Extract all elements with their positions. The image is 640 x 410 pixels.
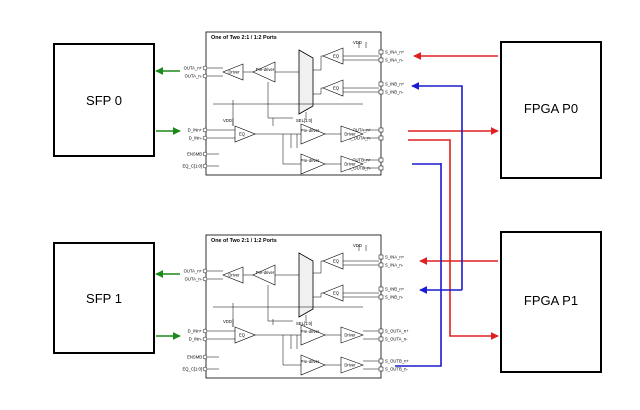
fpga0-label: FPGA P0 [524, 101, 578, 116]
svg-text:Driver: Driver [344, 333, 356, 338]
chip-top-mux [298, 49, 314, 115]
svg-text:EQ: EQ [333, 54, 340, 59]
chip-bottom-vdd-1: VDD [223, 319, 232, 324]
svg-text:Pre-driver: Pre-driver [301, 128, 320, 133]
chip-top-wiring [207, 42, 379, 169]
pin-souta-p: S_OUTA_n+ [347, 128, 371, 133]
fpga0-block: FPGA P0 [500, 41, 602, 179]
pin-outa-p: OUTA_n+ [184, 66, 203, 71]
pin-sinb-p: S_INB_n+ [385, 287, 405, 292]
chip-bottom: One of Two 2:1 / 1:2 Ports OUTA_n+ OUTA_… [182, 233, 409, 381]
chip-top-vdd-1: VDD [223, 118, 232, 123]
sfp0-label: SFP 0 [86, 93, 122, 108]
chip-top-vdd-2: VDD [353, 40, 362, 45]
chip-bottom-eq-in: EQ [234, 326, 256, 344]
pin-ensmb: ENSMB [187, 152, 202, 157]
chip-bottom-title: One of Two 2:1 / 1:2 Ports [211, 238, 277, 244]
chip-top-right-pins: S_INA_n+ S_INA_n- S_INB_n+ S_INB_n- S_OU… [347, 50, 405, 171]
sfp1-label: SFP 1 [86, 291, 122, 306]
pin-souta-p: S_OUTA_n+ [385, 329, 409, 334]
pin-sinb-p: S_INB_n+ [385, 82, 405, 87]
chip-bottom-wiring [207, 245, 379, 370]
pin-soutb-p: S_OUTB_n+ [347, 158, 371, 163]
pin-souta-n: S_OUTA_n- [349, 136, 372, 141]
pin-sina-p: S_INA_n+ [385, 255, 405, 260]
arrow-fpga-to-chip-top-inb [411, 82, 463, 290]
pin-outa-n: OUTA_n- [185, 74, 203, 79]
chip-bottom-mux [298, 252, 314, 318]
svg-text:EQ: EQ [239, 333, 246, 338]
pin-souta-n: S_OUTA_n- [385, 337, 408, 342]
svg-text:Driver: Driver [344, 162, 356, 167]
chip-top: One of Two 2:1 / 1:2 Ports OUTA_n+ OUTA_… [182, 30, 405, 178]
pin-din-n: D_INn- [189, 337, 203, 342]
pin-ensmb: ENSMB [187, 355, 202, 360]
svg-text:Pre-driver: Pre-driver [301, 359, 320, 364]
chip-top-title: One of Two 2:1 / 1:2 Ports [211, 35, 277, 41]
svg-text:Pre-driver: Pre-driver [256, 270, 275, 275]
pin-sina-n: S_INA_n- [385, 263, 404, 268]
pin-soutb-n: S_OUTB_n- [348, 166, 371, 171]
arrow-fpga0-to-chip-bottom [395, 163, 442, 367]
svg-text:Pre-driver: Pre-driver [301, 158, 320, 163]
arrow-chip-top-to-fpga1 [408, 139, 499, 340]
svg-text:Driver: Driver [228, 70, 240, 75]
pin-sina-p: S_INA_n+ [385, 50, 405, 55]
sfp0-block: SFP 0 [53, 43, 155, 157]
svg-text:Driver: Driver [228, 273, 240, 278]
chip-top-left-pins: OUTA_n+ OUTA_n- D_INn+ D_INn- ENSMB EQ_C… [182, 66, 208, 169]
svg-text:Driver: Driver [344, 363, 356, 368]
pin-soutb-p: S_OUTB_n+ [385, 359, 409, 364]
pin-sinb-n: S_INB_n- [385, 90, 404, 95]
svg-text:Pre-driver: Pre-driver [256, 67, 275, 72]
pin-din-n: D_INn- [189, 136, 203, 141]
pin-eqc: EQ_C[1:0] [182, 367, 202, 372]
chip-top-eq-in: EQ [234, 125, 256, 143]
chip-bottom-left-pins: OUTA_n+ OUTA_n- D_INn+ D_INn- ENSMB EQ_C… [182, 269, 208, 372]
pin-sina-n: S_INA_n- [385, 58, 404, 63]
chip-bottom-sel: SEL[1:0] [296, 321, 312, 326]
fpga1-label: FPGA P1 [524, 293, 578, 308]
pin-soutb-n: S_OUTB_n- [385, 367, 408, 372]
svg-text:EQ: EQ [333, 259, 340, 264]
pin-eqc: EQ_C[1:0] [182, 164, 202, 169]
pin-outa-p: OUTA_n+ [184, 269, 203, 274]
svg-text:Driver: Driver [344, 132, 356, 137]
fpga1-block: FPGA P1 [500, 231, 602, 373]
pin-din-p: D_INn+ [188, 329, 203, 334]
svg-text:EQ: EQ [239, 132, 246, 137]
svg-text:EQ: EQ [333, 86, 340, 91]
svg-text:EQ: EQ [333, 291, 340, 296]
pin-outa-n: OUTA_n- [185, 277, 203, 282]
chip-top-sel: SEL[1:0] [296, 118, 312, 123]
chip-bottom-vdd-2: VDD [353, 243, 362, 248]
pin-din-p: D_INn+ [188, 128, 203, 133]
svg-text:Pre-driver: Pre-driver [301, 329, 320, 334]
pin-sinb-n: S_INB_n- [385, 295, 404, 300]
sfp1-block: SFP 1 [53, 242, 155, 354]
